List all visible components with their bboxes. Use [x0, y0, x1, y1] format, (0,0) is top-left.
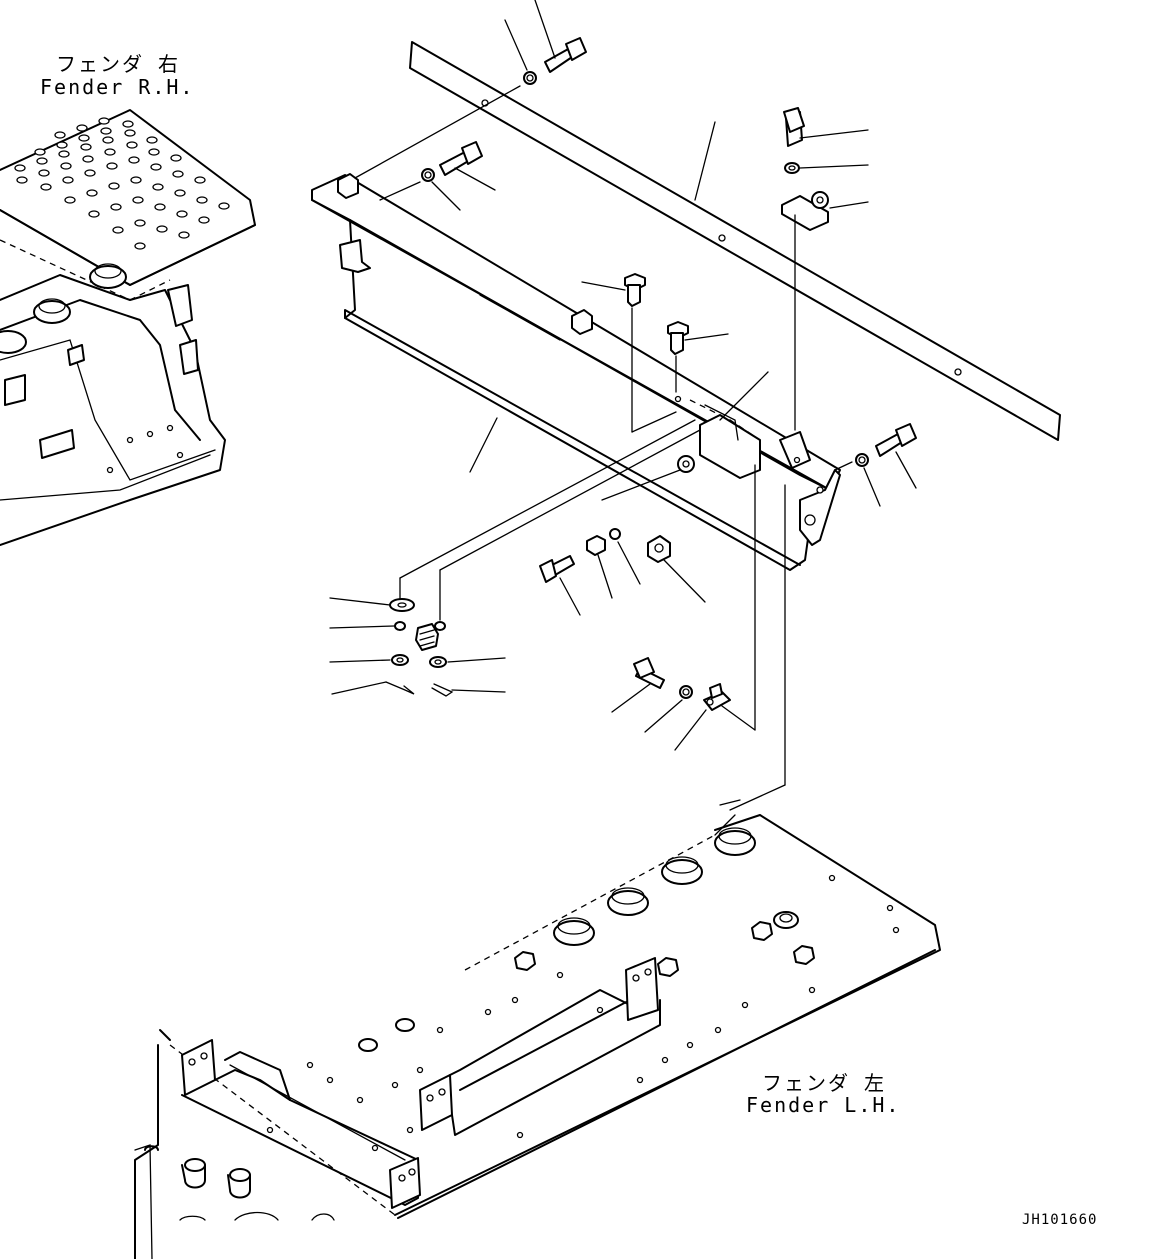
perforated-step-holes — [14, 117, 230, 250]
top-strip-plate — [409, 41, 1061, 441]
drawing-code: JH101660 — [1022, 1212, 1098, 1228]
fender-lh-assembly — [134, 799, 941, 1259]
hardware-parts — [329, 0, 917, 811]
fender-lh-label-en: Fender L.H. — [746, 1093, 901, 1117]
fender-rh-label-en: Fender R.H. — [40, 75, 195, 99]
main-rail-channel — [311, 173, 841, 571]
fender-rh-assembly — [0, 109, 256, 546]
fender-lh-label-jp: フェンダ 左 — [762, 1071, 887, 1095]
fender-rh-label-jp: フェンダ 右 — [56, 52, 181, 76]
